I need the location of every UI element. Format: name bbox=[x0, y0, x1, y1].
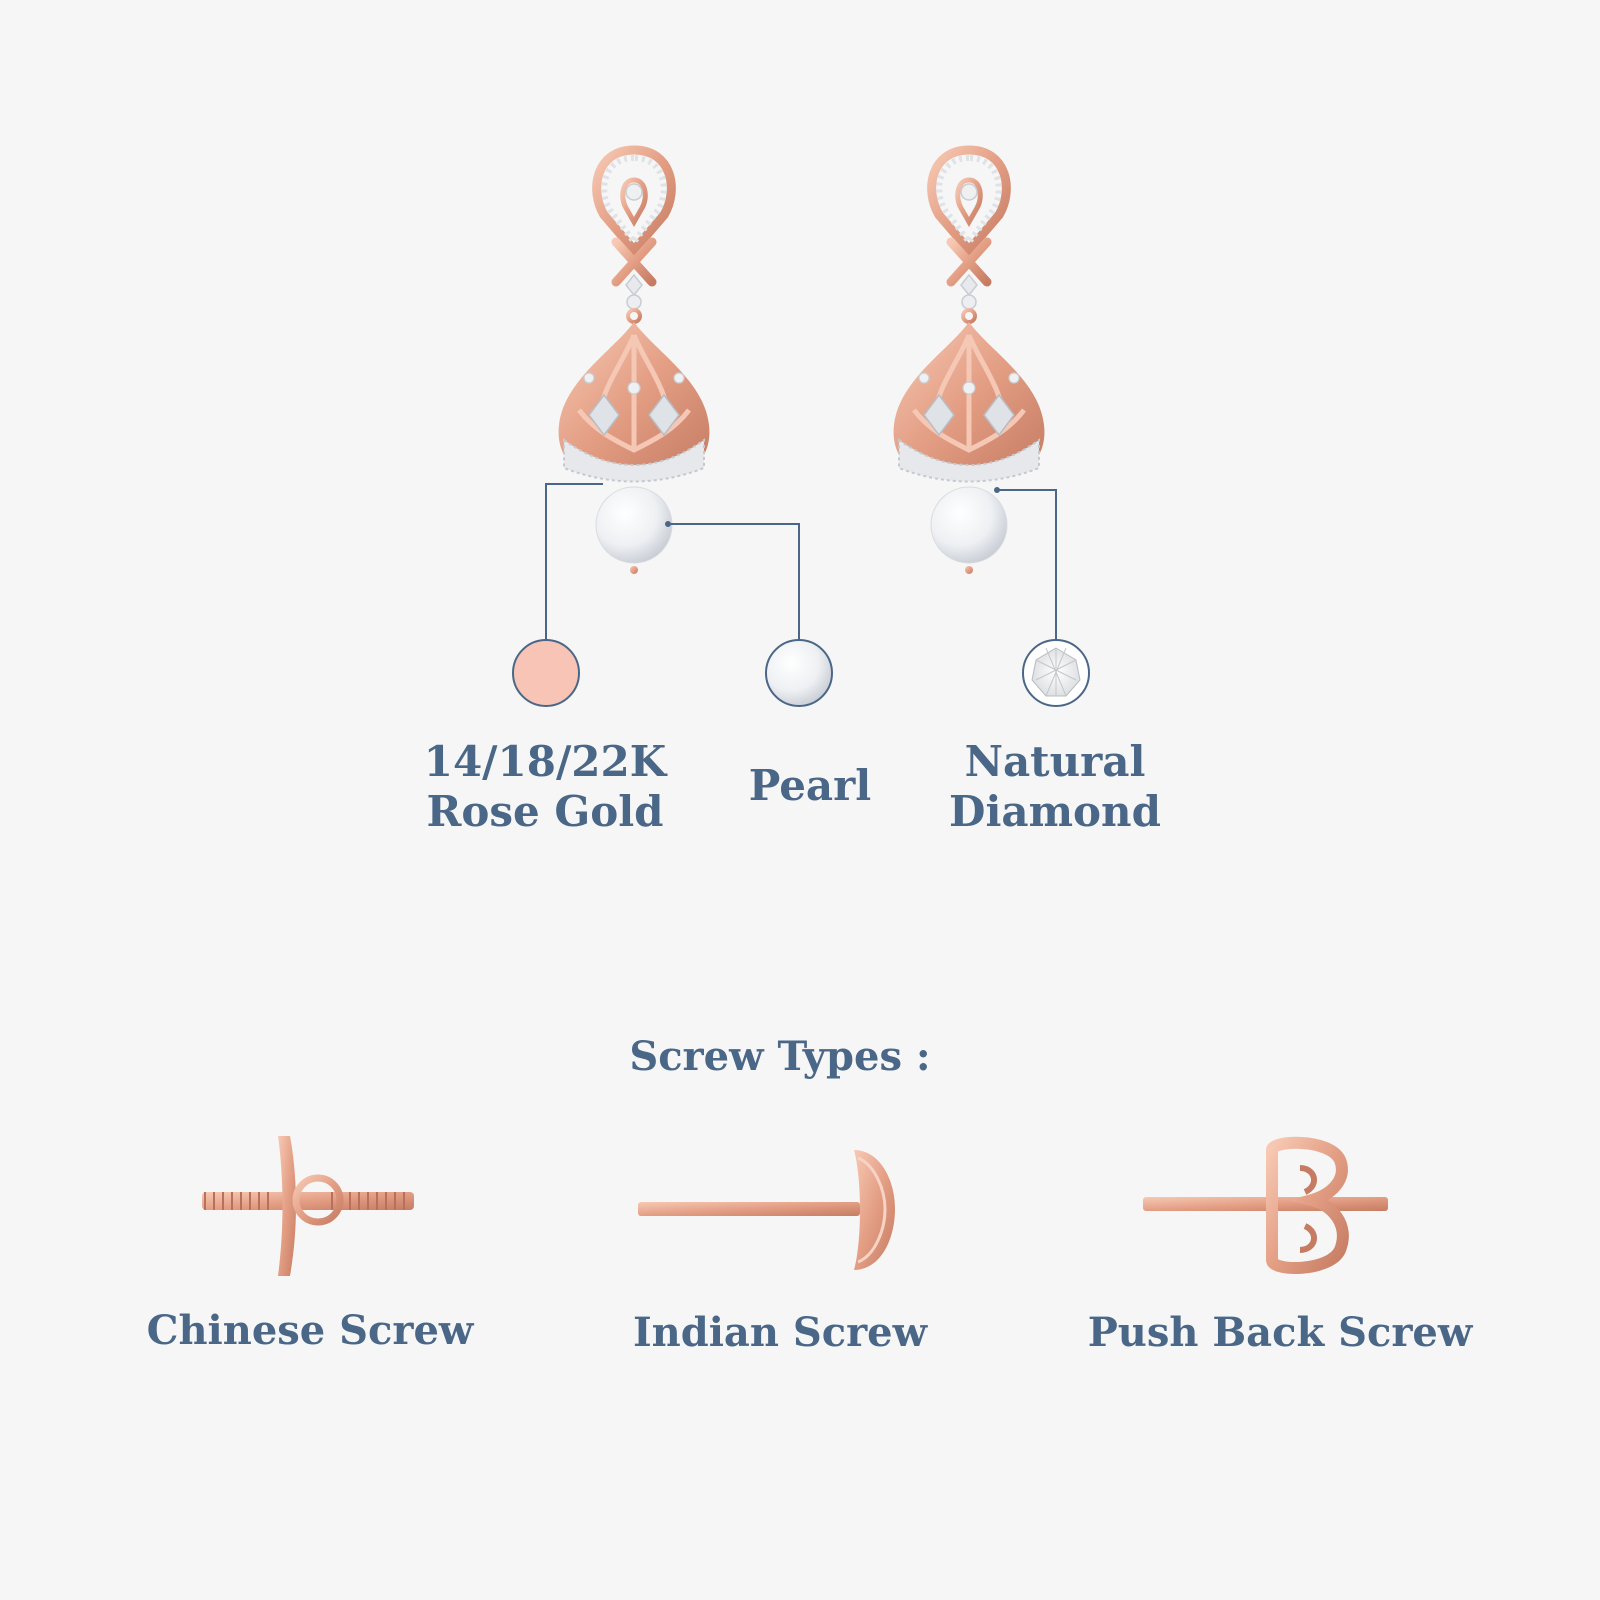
rose-gold-swatch bbox=[512, 639, 580, 707]
rose-gold-karat-text: 14/18/22K bbox=[423, 737, 667, 786]
screw-types-title: Screw Types : bbox=[629, 1033, 931, 1080]
indian-screw-icon bbox=[638, 1150, 895, 1270]
push-back-screw-label: Push Back Screw bbox=[1087, 1309, 1473, 1356]
pearl-label: Pearl bbox=[690, 761, 930, 811]
diamond-callout-line bbox=[997, 489, 1057, 640]
pearl-text: Pearl bbox=[748, 761, 872, 810]
pearl-callout-line bbox=[668, 523, 800, 642]
diamond-label: Natural Diamond bbox=[905, 737, 1205, 837]
diamond-line1-text: Natural bbox=[964, 737, 1146, 786]
right-earring-image bbox=[894, 150, 1045, 574]
left-earring-image bbox=[559, 150, 710, 574]
diamond-swatch bbox=[1022, 639, 1090, 707]
rose-gold-name-text: Rose Gold bbox=[426, 787, 664, 836]
chinese-screw-icon bbox=[202, 1136, 414, 1276]
gold-callout-line bbox=[545, 483, 603, 640]
push-back-screw-icon bbox=[1143, 1136, 1388, 1274]
diamond-line2-text: Diamond bbox=[949, 787, 1161, 836]
rose-gold-label: 14/18/22K Rose Gold bbox=[395, 737, 695, 837]
pearl-swatch bbox=[765, 639, 833, 707]
indian-screw-label: Indian Screw bbox=[632, 1309, 928, 1356]
chinese-screw-label: Chinese Screw bbox=[146, 1307, 474, 1354]
